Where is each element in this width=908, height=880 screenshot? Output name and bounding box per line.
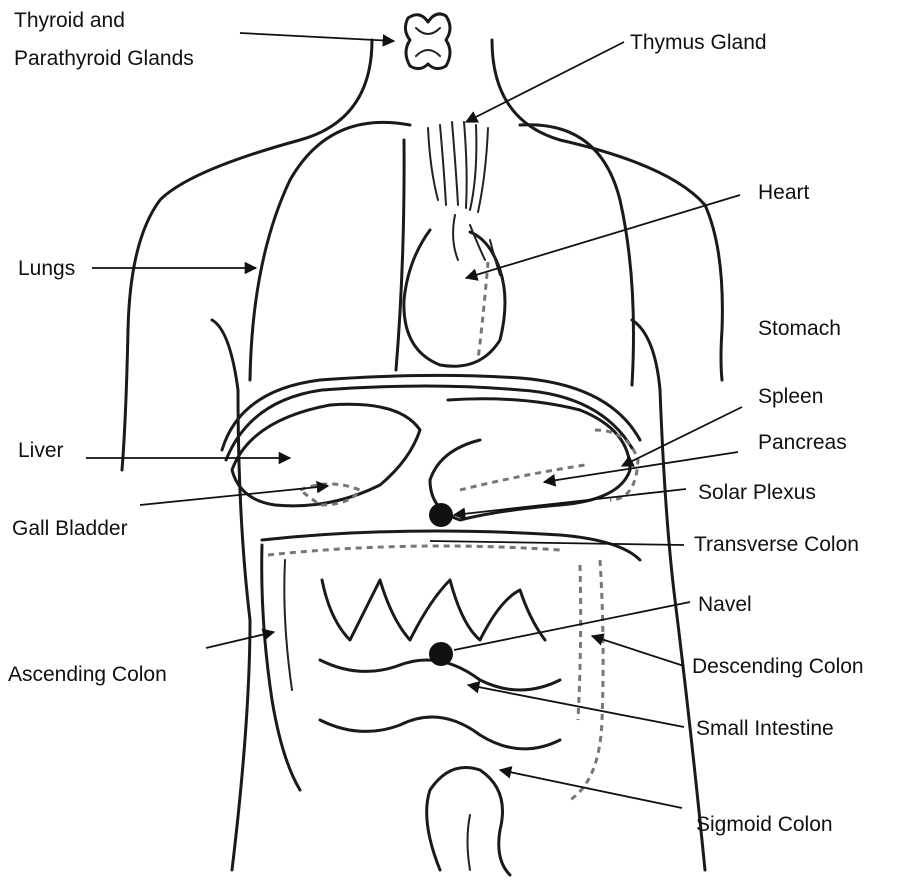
pointer-lines [86, 33, 742, 808]
label-transverse-colon: Transverse Colon [694, 532, 859, 557]
label-sigmoid-colon: Sigmoid Colon [696, 812, 833, 837]
label-thyroid-line2: Parathyroid Glands [14, 46, 194, 71]
pointer-gall-bladder [140, 486, 328, 505]
transverse-colon-shape [262, 531, 640, 560]
label-spleen: Spleen [758, 384, 823, 409]
label-navel: Navel [698, 592, 752, 617]
navel-marker [429, 642, 453, 666]
pointer-small-intestine [468, 685, 684, 727]
solar-plexus-marker [429, 503, 453, 527]
ascending-colon-shape [262, 545, 300, 790]
label-lungs: Lungs [18, 256, 75, 281]
lungs-shape [250, 122, 634, 385]
label-small-intestine: Small Intestine [696, 716, 834, 741]
heart-shape [404, 215, 505, 366]
label-pancreas: Pancreas [758, 430, 847, 455]
label-liver: Liver [18, 438, 64, 463]
pointer-thymus [466, 42, 624, 122]
thymus-shape [428, 122, 488, 212]
pointer-transverse-colon [430, 541, 684, 545]
pointer-navel [454, 602, 690, 650]
pointer-thyroid [240, 33, 394, 41]
label-gall-bladder: Gall Bladder [12, 516, 128, 541]
stomach-shape [430, 399, 630, 520]
label-ascending-colon: Ascending Colon [8, 662, 167, 687]
label-heart: Heart [758, 180, 809, 205]
thyroid-gland-shape [405, 14, 450, 69]
sigmoid-colon-shape [427, 768, 510, 876]
label-thyroid-line1: Thyroid and [14, 8, 125, 33]
label-thymus: Thymus Gland [630, 30, 767, 55]
pointer-sigmoid-colon [500, 770, 682, 808]
descending-colon-shape [570, 560, 603, 800]
pointer-descending-colon [592, 636, 684, 666]
label-descending-colon: Descending Colon [692, 654, 864, 679]
pointer-solar-plexus [454, 489, 686, 515]
label-solar-plexus: Solar Plexus [698, 480, 816, 505]
pointer-spleen [622, 407, 742, 466]
pointer-heart [466, 195, 740, 278]
liver-shape [232, 404, 420, 506]
label-stomach: Stomach [758, 316, 841, 341]
torso-outline [122, 40, 722, 870]
